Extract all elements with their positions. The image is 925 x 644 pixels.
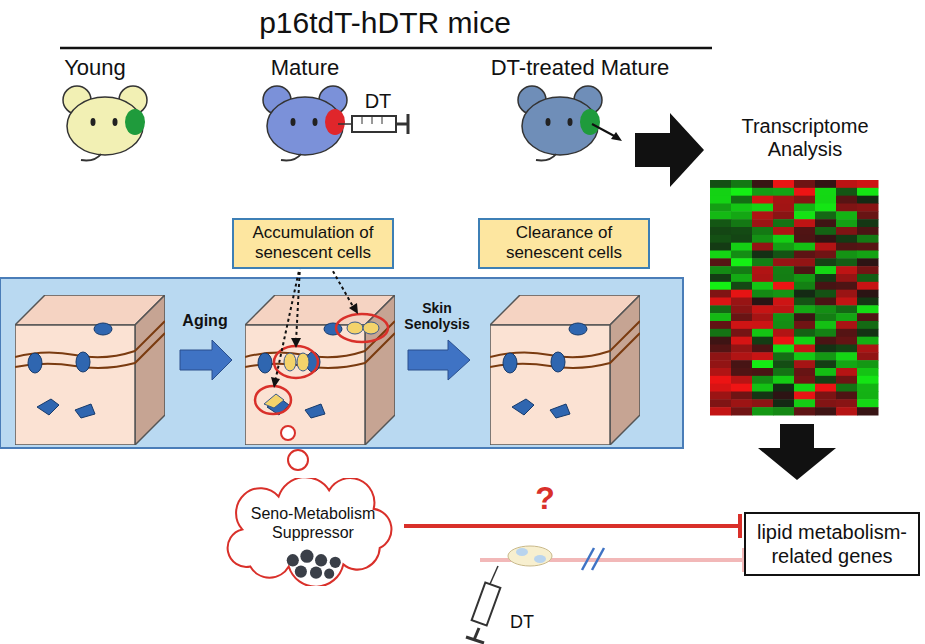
text-label: Mature [245,55,365,80]
callout-box: Clearance of senescent cells [478,218,650,269]
node-text: lipid metabolism-related genes [750,520,914,568]
inhibition-connector [404,514,740,538]
text-label: DT [500,612,544,633]
edge-label: ? [525,480,565,517]
text-label: Transcriptome Analysis [710,115,900,161]
node-text: Accumulation of senescent cells [238,223,388,264]
text-label: Aging [172,312,238,330]
text-label: DT [356,90,400,113]
text-label: DT-treated Mature [470,55,690,80]
text-label: Young [45,55,145,80]
figure-title: p16tdT-hDTR mice [0,6,770,41]
callout-box: Accumulation of senescent cells [232,218,394,269]
text-label: Skin Senolysis [396,300,478,332]
result-box: lipid metabolism-related genes [744,512,920,576]
node-text: Clearance of senescent cells [484,223,644,264]
thought-cloud: Seno-Metabolism Suppressor [222,478,404,586]
node-text: Seno-Metabolism Suppressor [246,504,380,542]
